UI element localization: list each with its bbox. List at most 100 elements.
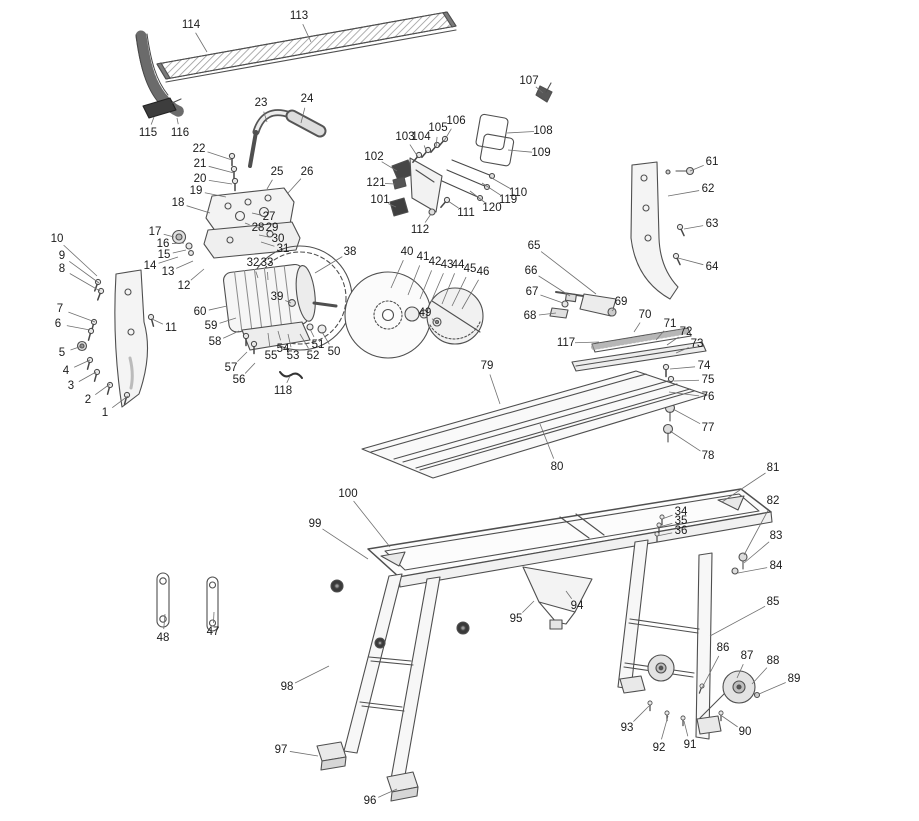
leader-line-103 — [409, 144, 419, 158]
part-label-87: 87 — [741, 650, 754, 662]
outer-guard-half-shape — [426, 287, 484, 345]
leader-line-22 — [207, 151, 233, 161]
leader-line-51 — [309, 328, 315, 338]
part-label-92: 92 — [653, 742, 666, 754]
leader-line-115 — [150, 116, 155, 125]
wheel-large-shape — [722, 670, 756, 704]
leader-line-68 — [538, 312, 557, 316]
switch-frames-shape — [475, 113, 515, 167]
leader-line-36 — [656, 532, 673, 537]
part-label-99: 99 — [309, 518, 322, 530]
leader-line-25 — [266, 179, 273, 190]
ruler-shape — [591, 327, 692, 353]
leader-line-17 — [163, 233, 175, 238]
part-label-86: 86 — [717, 642, 730, 654]
leader-line-118 — [286, 375, 291, 384]
leader-line-62 — [667, 190, 700, 197]
diagram-artwork — [76, 11, 773, 802]
part-label-17: 17 — [149, 226, 162, 238]
right-bracket-shape — [630, 161, 679, 300]
part-label-39: 39 — [271, 291, 284, 303]
leader-line-6 — [66, 325, 91, 331]
leader-line-30 — [258, 234, 270, 238]
part-label-72: 72 — [680, 326, 693, 338]
part-label-10: 10 — [51, 233, 64, 245]
leader-line-59 — [219, 317, 237, 324]
leader-line-108 — [506, 131, 535, 134]
leader-line-105 — [435, 136, 438, 148]
part-label-1: 1 — [102, 407, 108, 419]
part-label-93: 93 — [621, 722, 634, 734]
leader-line-31 — [260, 241, 275, 247]
leader-line-46 — [461, 279, 479, 310]
part-label-50: 50 — [328, 346, 341, 358]
leader-line-91 — [683, 720, 689, 737]
foot-cap-96-shape — [386, 771, 419, 802]
part-label-9: 9 — [59, 250, 65, 262]
part-label-46: 46 — [477, 266, 490, 278]
part-label-6: 6 — [55, 318, 61, 330]
leader-line-87 — [736, 664, 744, 679]
leader-line-4 — [74, 359, 91, 368]
leader-line-100 — [353, 500, 391, 548]
part-label-23: 23 — [255, 97, 268, 109]
leader-line-72 — [666, 336, 679, 346]
leader-line-110 — [489, 176, 511, 189]
part-label-78: 78 — [702, 450, 715, 462]
part-label-71: 71 — [664, 318, 677, 330]
part-label-56: 56 — [233, 374, 246, 386]
leader-line-112 — [424, 213, 432, 223]
part-label-53: 53 — [287, 350, 300, 362]
leader-line-5 — [70, 345, 83, 351]
leader-line-14 — [158, 256, 179, 264]
bolt-78-shape — [662, 423, 674, 443]
motor-shape — [223, 263, 316, 333]
part-label-15: 15 — [158, 249, 171, 261]
part-label-82: 82 — [767, 495, 780, 507]
leader-line-26 — [287, 178, 302, 194]
part-label-73: 73 — [691, 338, 704, 350]
leader-line-89 — [758, 682, 786, 695]
part-label-54: 54 — [277, 343, 290, 355]
leader-line-19 — [204, 192, 227, 198]
leg-knobs-shape — [330, 579, 470, 649]
leader-line-95 — [522, 600, 535, 613]
saw-blade-shape — [344, 271, 432, 359]
part-label-32: 32 — [247, 257, 260, 269]
leader-line-111 — [447, 200, 459, 209]
leader-line-52 — [299, 333, 309, 349]
screw-90-shape — [718, 710, 724, 722]
screw-3-shape — [91, 368, 101, 383]
washer-89-shape — [753, 691, 761, 699]
leader-line-66 — [538, 275, 571, 297]
leader-line-97 — [289, 751, 319, 757]
leader-line-109 — [507, 149, 533, 153]
leader-line-57 — [237, 351, 248, 362]
leader-line-73 — [675, 347, 689, 354]
part-label-40: 40 — [401, 246, 414, 258]
part-label-59: 59 — [205, 320, 218, 332]
leader-line-75 — [673, 379, 700, 382]
screw-74-shape — [662, 363, 670, 378]
part-label-41: 41 — [417, 251, 430, 263]
part-label-89: 89 — [788, 673, 801, 685]
right-legs-shape — [617, 539, 727, 740]
leader-line-12 — [190, 268, 205, 281]
part-label-5: 5 — [59, 347, 65, 359]
part-label-61: 61 — [706, 156, 719, 168]
motor-shaft-shape — [312, 301, 338, 308]
part-label-42: 42 — [429, 256, 442, 268]
leader-line-28 — [244, 222, 250, 226]
leader-line-82 — [743, 508, 770, 556]
part-label-34: 34 — [675, 506, 688, 518]
leader-line-106 — [443, 128, 452, 142]
leader-line-63 — [683, 225, 704, 230]
part-label-103: 103 — [395, 131, 414, 143]
part-label-29: 29 — [266, 222, 279, 234]
leader-line-81 — [721, 472, 766, 503]
part-label-11: 11 — [165, 322, 177, 334]
carry-handle-47-shape — [206, 576, 219, 632]
leader-line-121 — [384, 183, 396, 185]
part-label-13: 13 — [162, 266, 175, 278]
